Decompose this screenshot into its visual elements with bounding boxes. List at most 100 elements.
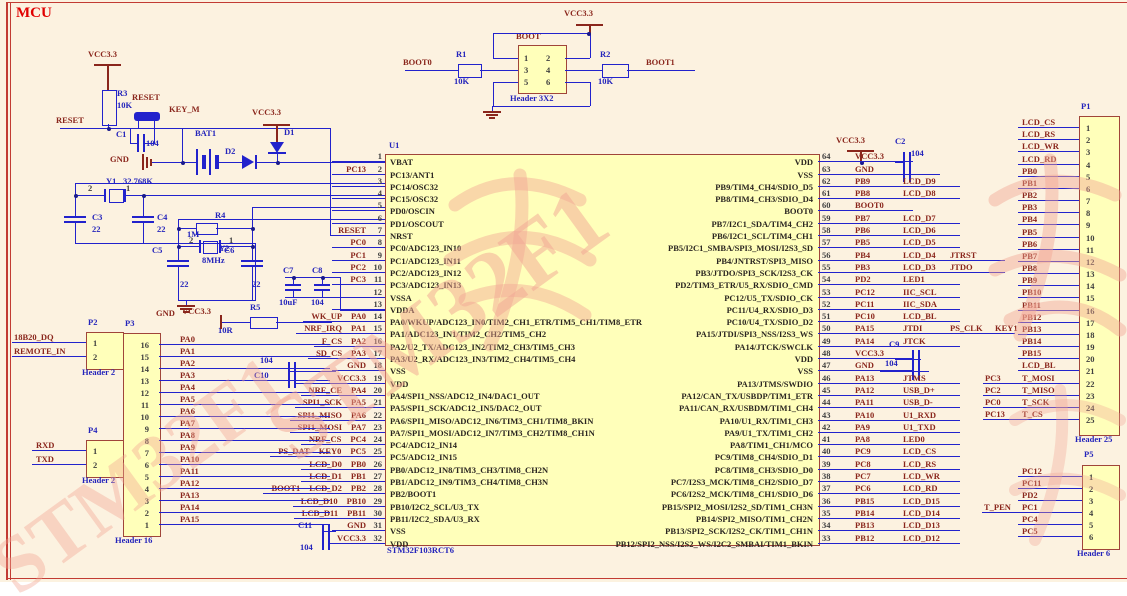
net-label[interactable]: VCC3.3 <box>855 348 885 358</box>
p4-header-body[interactable] <box>86 440 124 478</box>
net-label[interactable]: PB14 <box>1022 336 1042 347</box>
net-label[interactable]: PB8 <box>855 188 871 199</box>
net-label[interactable]: PB10 <box>1022 287 1042 298</box>
p2-header-body[interactable] <box>86 332 124 370</box>
net-label[interactable]: PB7 <box>855 212 871 223</box>
c6-ref[interactable]: C6 <box>224 245 235 255</box>
net-label[interactable]: U1_RXD <box>903 409 937 420</box>
net-label-reset[interactable]: RESET <box>56 115 84 125</box>
net-label[interactable]: PA1 <box>180 346 195 356</box>
c8-value[interactable]: 104 <box>311 297 324 307</box>
net-label[interactable]: PB13 <box>855 520 875 531</box>
r3-ref[interactable]: R3 <box>117 88 128 98</box>
boot-header-name[interactable]: Header 3X2 <box>510 93 554 103</box>
net-label[interactable]: LCD_D7 <box>903 212 936 223</box>
net-label[interactable]: KEY0 <box>318 446 342 457</box>
net-label[interactable]: PC2 <box>985 384 1001 395</box>
net-label[interactable]: LCD_CS <box>903 446 937 457</box>
resistor-r1[interactable] <box>458 64 482 78</box>
net-label[interactable]: LCD_D13 <box>903 520 940 531</box>
net-label[interactable]: PD2 <box>855 274 871 285</box>
vcc-label-c2[interactable]: VCC3.3 <box>836 135 866 145</box>
net-label[interactable]: LED0 <box>903 434 925 445</box>
ic-pin-24[interactable]: PC4/ADC12_IN1424NRF_CSPC4 <box>0 435 1127 451</box>
net-label[interactable]: LED1 <box>903 274 925 285</box>
vcc-label-r3[interactable]: VCC3.3 <box>88 49 118 59</box>
net-label[interactable]: LCD_D6 <box>903 225 936 235</box>
net-label[interactable]: LCD_D0 <box>309 459 342 469</box>
net-label[interactable]: PC13 <box>985 409 1005 420</box>
net-label[interactable]: PB9 <box>855 175 871 186</box>
net-label[interactable]: PC3 <box>350 274 366 285</box>
key-reset-label[interactable]: RESET <box>132 92 160 102</box>
vcc-label-boot[interactable]: VCC3.3 <box>564 8 594 18</box>
c6-value[interactable]: 22 <box>252 279 261 289</box>
net-label[interactable]: PC10 <box>855 311 875 322</box>
ic-pin-net-labels[interactable]: GND <box>347 521 366 530</box>
net-label[interactable]: PB8 <box>1022 263 1038 274</box>
net-label[interactable]: LCD_D4 <box>903 249 936 260</box>
reset-key-button[interactable] <box>134 112 160 121</box>
c7-value[interactable]: 10uF <box>279 297 298 307</box>
net-label[interactable]: LCD_BL <box>1022 360 1056 371</box>
net-label[interactable]: PA4 <box>180 382 195 392</box>
crystal-y2[interactable] <box>203 241 218 254</box>
resistor-r3[interactable] <box>102 90 117 126</box>
ic-pin-net-labels[interactable]: VCC3.3 <box>337 533 366 543</box>
net-label[interactable]: PB11 <box>1022 299 1041 310</box>
r1-ref[interactable]: R1 <box>456 49 467 59</box>
net-label[interactable]: PC12 <box>1022 466 1042 476</box>
ic-pin-net-labels[interactable]: PC0 <box>350 238 366 247</box>
net-label[interactable]: SPI1_MISO <box>297 409 343 420</box>
net-label[interactable]: PC11 <box>855 298 875 309</box>
net-label[interactable]: PA15 <box>855 323 875 334</box>
net-label[interactable]: PC7 <box>855 471 871 481</box>
net-label[interactable]: PA9 <box>180 442 195 452</box>
vcc-label-d1[interactable]: VCC3.3 <box>252 107 282 117</box>
net-label[interactable]: T_CS <box>1022 409 1043 420</box>
net-label[interactable]: PB11 <box>347 507 366 518</box>
net-label[interactable]: PB5 <box>855 237 871 248</box>
net-label[interactable]: PB2 <box>1022 190 1038 201</box>
net-label[interactable]: PA2 <box>180 358 195 368</box>
mcu-body[interactable] <box>385 154 820 546</box>
y2-value[interactable]: 8MHz <box>202 255 225 265</box>
net-label[interactable]: LCD_D12 <box>903 532 940 543</box>
net-label[interactable]: SPI1_MOSI <box>297 421 343 432</box>
battery-bat1[interactable] <box>196 149 198 175</box>
net-label[interactable]: IIC_SDA <box>903 298 938 309</box>
net-label[interactable]: RXD <box>36 440 55 450</box>
net-label[interactable]: JTDI <box>903 323 923 334</box>
